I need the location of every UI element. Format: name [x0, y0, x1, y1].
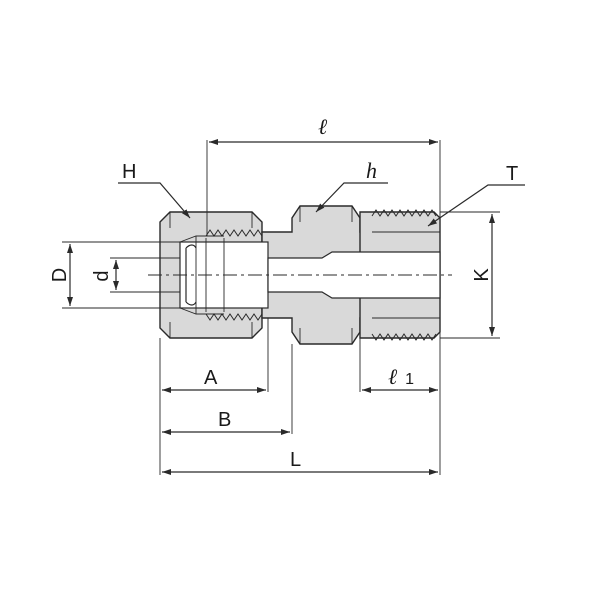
nut-thread-top [205, 229, 263, 237]
leader-T [427, 184, 525, 227]
label-l1-sub: 1 [405, 371, 414, 388]
label-K: K [471, 268, 493, 282]
leader-H [118, 182, 191, 219]
label-B: B [218, 409, 231, 431]
label-l1: ℓ 1 [388, 364, 414, 389]
label-d: d [91, 270, 113, 281]
label-h: h [366, 158, 377, 183]
leader-h [315, 182, 388, 213]
male-thread-top [371, 209, 437, 217]
extension-lines [62, 140, 500, 475]
nut-thread-bottom [205, 313, 263, 321]
label-T: T [506, 163, 518, 185]
leader-lines [118, 182, 525, 227]
label-H: H [122, 161, 136, 183]
label-l: ℓ [318, 114, 328, 139]
threads [205, 209, 440, 341]
bevel-lines [169, 206, 353, 344]
male-thread-root [372, 231, 440, 319]
ferrule-lines [179, 235, 225, 315]
label-L: L [290, 449, 301, 471]
label-A: A [204, 367, 218, 389]
label-D: D [49, 268, 71, 282]
dimension-lines [67, 139, 495, 475]
male-thread-bottom [371, 333, 437, 341]
label-l1-main: ℓ [388, 364, 398, 389]
